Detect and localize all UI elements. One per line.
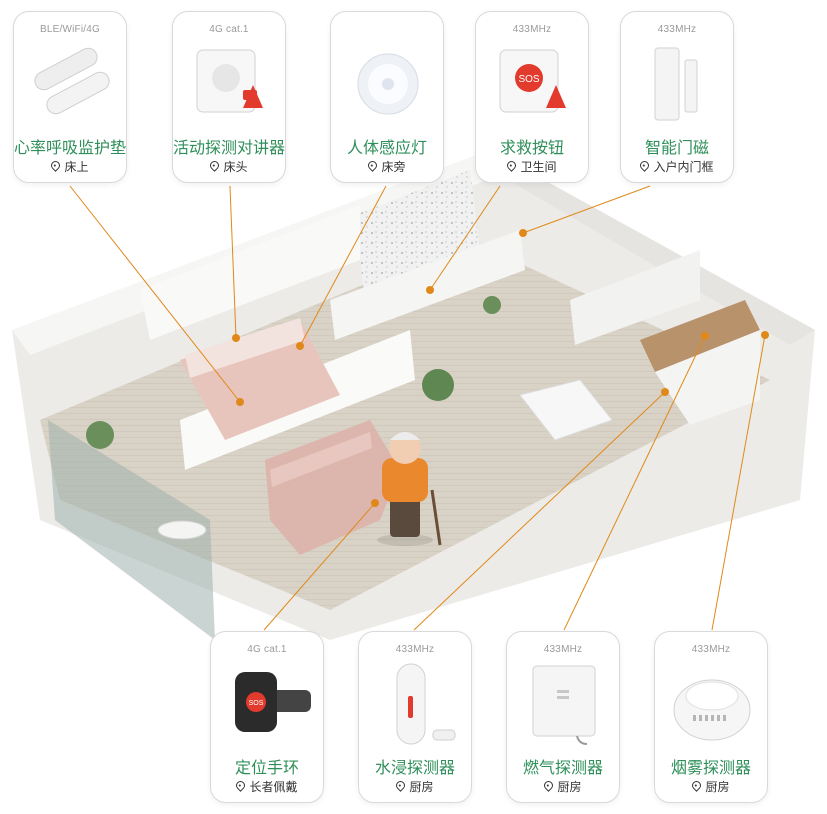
device-name: 心率呼吸监护垫 <box>14 140 127 157</box>
device-card-sleep-pad[interactable]: BLE/WiFi/4G 心率呼吸监护垫 床上 <box>13 11 127 183</box>
intercom-icon <box>196 49 263 113</box>
device-location: 床上 <box>14 158 126 175</box>
device-name: 燃气探测器 <box>522 760 603 777</box>
tech-label: 4G cat.1 <box>209 24 249 35</box>
dining-table <box>519 379 613 441</box>
tech-label: 433MHz <box>691 644 731 655</box>
svg-text:SOS: SOS <box>518 74 539 85</box>
tech-label: 433MHz <box>512 24 552 35</box>
device-name: 智能门磁 <box>644 140 709 157</box>
tech-label: 433MHz <box>543 644 583 655</box>
tech-label: 433MHz <box>657 24 697 35</box>
plant <box>86 421 114 449</box>
svg-text:SOS: SOS <box>249 700 264 707</box>
balcony-table <box>157 520 207 540</box>
plant <box>483 296 501 314</box>
tech-label: BLE/WiFi/4G <box>40 24 100 35</box>
door-sensor-icon <box>654 47 698 121</box>
location-pin-icon <box>234 779 248 792</box>
gas-detector-icon <box>532 665 596 745</box>
device-card-intercom[interactable]: 4G cat.1 活动探测对讲器 床头 <box>172 11 286 183</box>
device-location: 长者佩戴 <box>211 778 323 795</box>
balcony-glass <box>48 420 215 640</box>
location-pin-icon <box>366 159 380 172</box>
device-location: 厨房 <box>359 778 471 795</box>
device-card-smoke-detector[interactable]: 433MHz 烟雾探测器 厨房 <box>654 631 768 803</box>
device-name: 定位手环 <box>234 760 299 777</box>
bathroom-wall <box>355 170 480 300</box>
location-pin-icon <box>505 159 519 172</box>
device-card-sensor-light[interactable]: 人体感应灯 床旁 <box>330 11 444 183</box>
anchor-dots <box>232 229 769 507</box>
location-pin-icon <box>394 779 408 792</box>
location-pin-icon <box>690 779 704 792</box>
device-location: 床旁 <box>331 158 443 175</box>
device-card-door-sensor[interactable]: 433MHz 智能门磁 入户内门框 <box>620 11 734 183</box>
device-location: 厨房 <box>507 778 619 795</box>
device-name: 水浸探测器 <box>374 760 455 777</box>
tech-label: 433MHz <box>395 644 435 655</box>
tech-label: 4G cat.1 <box>247 644 287 655</box>
smoke-detector-icon <box>673 679 751 741</box>
location-pin-icon <box>638 159 652 172</box>
water-detector-icon <box>396 663 456 745</box>
elderly-person <box>377 432 442 546</box>
sos-button-icon: SOS <box>499 49 566 113</box>
sleep-pad-icon <box>34 47 110 115</box>
device-location: 入户内门框 <box>621 158 733 175</box>
device-name: 烟雾探测器 <box>670 760 751 777</box>
device-location: 厨房 <box>655 778 767 795</box>
device-name: 人体感应灯 <box>346 140 427 157</box>
device-card-gas-detector[interactable]: 433MHz 燃气探测器 厨房 <box>506 631 620 803</box>
device-card-water-detector[interactable]: 433MHz 水浸探测器 厨房 <box>358 631 472 803</box>
device-card-sos-button[interactable]: 433MHz SOS 求救按钮 卫生间 <box>475 11 589 183</box>
watch-icon: SOS <box>235 672 311 732</box>
device-name: 活动探测对讲器 <box>173 140 286 157</box>
device-location: 床头 <box>173 158 285 175</box>
plant <box>422 369 454 401</box>
device-name: 求救按钮 <box>499 140 564 157</box>
leader-lines <box>69 185 766 631</box>
sensor-light-icon <box>357 53 419 115</box>
sofa <box>265 420 400 555</box>
location-pin-icon <box>542 779 556 792</box>
device-location: 卫生间 <box>476 158 588 175</box>
device-card-watch[interactable]: 4G cat.1 SOS 定位手环 长者佩戴 <box>210 631 324 803</box>
location-pin-icon <box>208 159 222 172</box>
location-pin-icon <box>49 159 63 172</box>
kitchen-counter <box>640 300 760 372</box>
